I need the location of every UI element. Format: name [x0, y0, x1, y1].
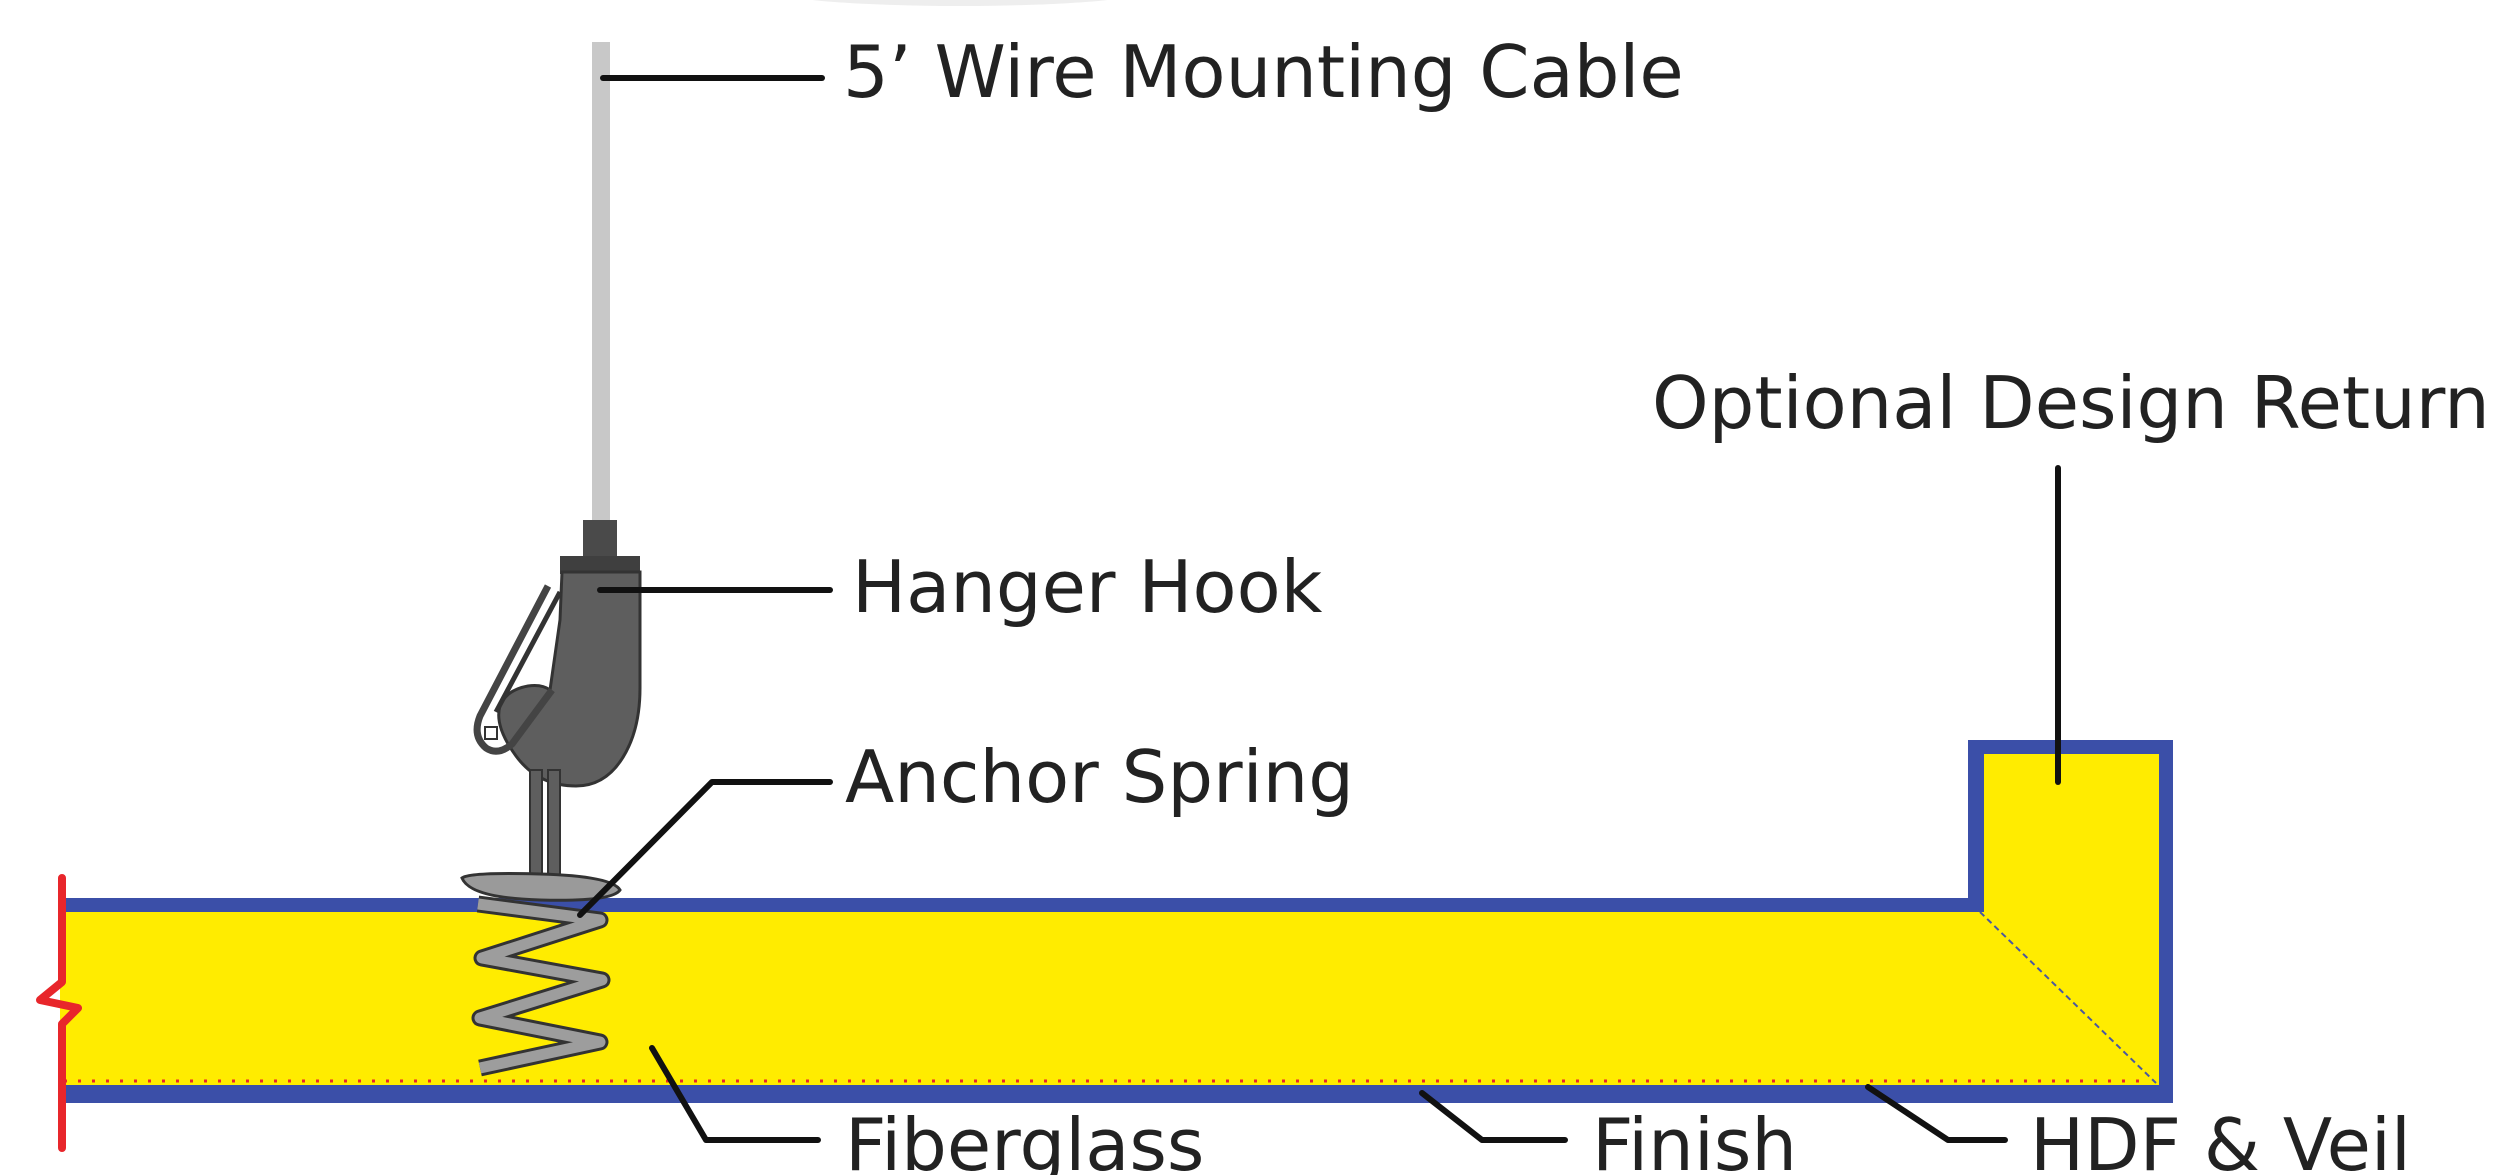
hook-stem-right [547, 769, 561, 881]
leader-finish [1419, 1090, 1568, 1143]
leader-fiberglass [649, 1045, 821, 1143]
wire-mounting-cable [592, 42, 610, 522]
leader-lines [577, 75, 2061, 1143]
label-fiberglass: Fiberglass [845, 1103, 1204, 1175]
hook-rivet [484, 726, 498, 740]
hook-ferrule [583, 520, 617, 560]
label-finish: Finish [1592, 1103, 1797, 1175]
labels: 5’ Wire Mounting Cable Hanger Hook Ancho… [843, 30, 2490, 1175]
hook-cap [560, 556, 640, 574]
hook-latch [493, 590, 563, 714]
label-hanger-hook: Hanger Hook [852, 545, 1323, 629]
hook-gate [473, 584, 555, 755]
panel-section [60, 740, 2173, 1103]
label-hdf-veil: HDF & Veil [2030, 1103, 2411, 1175]
return-miter-seam [1979, 911, 2157, 1084]
label-optional-return: Optional Design Return [1652, 361, 2490, 445]
section-break-line [36, 874, 82, 1152]
hook-body [497, 570, 642, 788]
fiberglass-core [60, 754, 2159, 1085]
label-anchor-spring: Anchor Spring [845, 735, 1354, 819]
leader-hdf-veil [1865, 1084, 2008, 1143]
spring-coils-highlight [474, 898, 608, 1074]
hook-stem-left [529, 769, 543, 881]
top-shadow [812, 0, 1108, 6]
anchor-spring [460, 872, 622, 1077]
label-wire-cable: 5’ Wire Mounting Cable [843, 30, 1684, 114]
leader-anchor-spring [577, 779, 833, 918]
hanger-hook [473, 520, 642, 881]
spring-top-coil [460, 872, 622, 902]
